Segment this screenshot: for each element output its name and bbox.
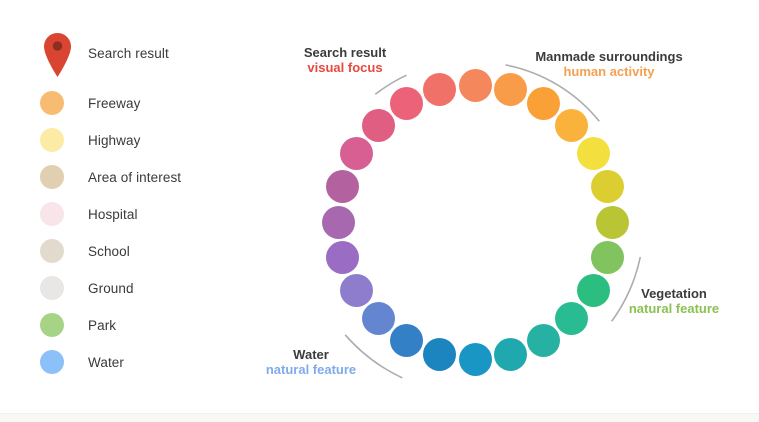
map-pin-icon: [44, 33, 71, 77]
ring-dot-rose: [361, 108, 395, 142]
legend-label: Freeway: [88, 95, 141, 111]
ring-label-vegetation: Vegetation natural feature: [629, 286, 719, 316]
legend-row-park: Park: [40, 313, 116, 337]
ring-dot-light-purple: [339, 274, 373, 307]
legend-swatch: [40, 91, 64, 115]
ring-dot-yellow: [577, 137, 611, 170]
ring-dot-magenta: [326, 170, 360, 204]
ring-dot-rose-magenta: [339, 137, 373, 170]
legend-swatch: [40, 276, 64, 300]
ring-dot-purple: [326, 240, 360, 274]
ring-label-search-result: Search result visual focus: [304, 45, 386, 75]
legend-label-search-result: Search result: [88, 46, 169, 61]
legend-label: Ground: [88, 280, 134, 296]
ring-dot-pink-red: [390, 86, 423, 120]
ring-dot-green: [590, 240, 624, 274]
ring-label-manmade-surroundings: Manmade surroundings human activity: [535, 49, 682, 79]
legend-label: Park: [88, 317, 117, 333]
ring-dot-violet: [321, 205, 355, 239]
ring-label-water: Water natural feature: [266, 347, 356, 377]
legend-row-water: Water: [40, 350, 124, 374]
legend-label: Highway: [88, 132, 141, 148]
ring-label-subtitle: natural feature: [628, 301, 720, 316]
legend-label: Hospital: [88, 206, 138, 222]
ring-label-subtitle: natural feature: [265, 362, 357, 377]
legend-row-freeway: Freeway: [40, 91, 140, 115]
legend-label: School: [88, 243, 130, 259]
legend-swatch: [40, 128, 64, 152]
legend-row-school: School: [40, 239, 130, 263]
ring-dot-emerald: [577, 274, 611, 307]
legend-swatch: [40, 350, 64, 374]
page-divider-band: [0, 413, 759, 422]
legend-swatch: [40, 165, 64, 189]
ring-dot-teal-cyan: [493, 337, 527, 371]
ring-dot-golden: [555, 108, 589, 142]
ring-dot-blue: [423, 337, 457, 371]
legend-row-highway: Highway: [40, 128, 140, 152]
ring-label-subtitle: visual focus: [307, 60, 383, 75]
ring-dot-coral: [458, 68, 492, 102]
ring-dot-salmon: [423, 73, 457, 107]
ring-dot-medium-blue: [390, 324, 423, 358]
ring-dot-sea-green: [555, 302, 589, 336]
map-pin-body: [44, 33, 71, 77]
ring-dot-olive: [595, 205, 629, 239]
map-pin-inner-dot: [52, 41, 63, 51]
legend-swatch: [40, 239, 64, 263]
legend-label: Water: [88, 354, 125, 370]
ring-label-title: Vegetation: [641, 286, 707, 301]
legend-swatch: [40, 313, 64, 337]
ring-dot-yellow-olive: [590, 170, 624, 204]
ring-label-title: Search result: [303, 45, 387, 60]
ring-label-title: Water: [293, 347, 329, 362]
ring-dot-amber: [527, 86, 560, 120]
legend-row-ground: Ground: [40, 276, 134, 300]
legend-label: Area of interest: [88, 169, 182, 185]
legend-row-hospital: Hospital: [40, 202, 138, 226]
ring-dot-blue-violet: [361, 302, 395, 336]
legend-swatch: [40, 202, 64, 226]
ring-dot-orange: [493, 73, 527, 107]
legend-row-area-of-interest: Area of interest: [40, 165, 181, 189]
ring-dot-cyan-blue: [458, 342, 492, 376]
ring-label-title: Manmade surroundings: [535, 49, 683, 64]
ring-label-subtitle: human activity: [563, 64, 655, 79]
search-result-legend-row: [44, 33, 71, 77]
ring-dot-teal: [527, 324, 560, 358]
